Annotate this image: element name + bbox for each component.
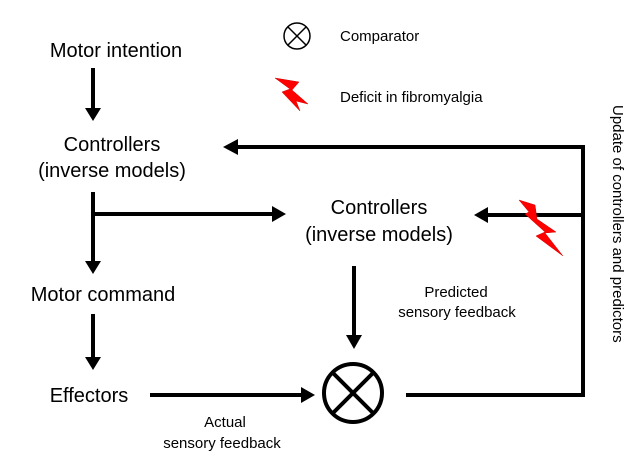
actual-feedback-line2: sensory feedback <box>163 435 281 452</box>
arrowhead-update-to-predictors <box>474 207 488 223</box>
predicted-feedback-line2: sensory feedback <box>398 304 516 321</box>
comparator-legend-label: Comparator <box>340 28 419 45</box>
motor-intention-label: Motor intention <box>50 40 182 62</box>
arrowhead-copy-to-predictors <box>272 206 286 222</box>
update-controllers-predictors-label: Update of controllers and predictors <box>609 105 626 343</box>
controllers-left-line2: (inverse models) <box>38 160 186 182</box>
lightning-bolt-icon <box>274 77 309 112</box>
motor-command-label: Motor command <box>31 284 176 306</box>
controllers-left-line1: Controllers <box>64 134 161 156</box>
predicted-feedback-line1: Predicted <box>424 284 487 301</box>
deficit-bolt-icon <box>518 199 564 257</box>
arrowhead-update-to-controllers-left <box>223 139 238 155</box>
update-loop-line <box>235 145 585 397</box>
arrowhead-effectors-to-comparator <box>301 387 315 403</box>
controllers-center-line2: (inverse models) <box>305 224 453 246</box>
arrowhead-intention-to-controllers <box>85 108 101 121</box>
arrowhead-motor-command-to-effectors <box>85 357 101 370</box>
arrowhead-predictors-to-comparator <box>346 335 362 349</box>
deficit-legend-label: Deficit in fibromyalgia <box>340 89 483 106</box>
arrowhead-controllers-to-motor-command <box>85 261 101 274</box>
comparator-node <box>322 362 384 424</box>
legend: Comparator Deficit in fibromyalgia <box>274 22 483 112</box>
effectors-label: Effectors <box>50 385 129 407</box>
controllers-center-line1: Controllers <box>331 197 428 219</box>
comparator-legend-icon <box>283 22 311 50</box>
actual-feedback-line1: Actual <box>204 414 246 431</box>
